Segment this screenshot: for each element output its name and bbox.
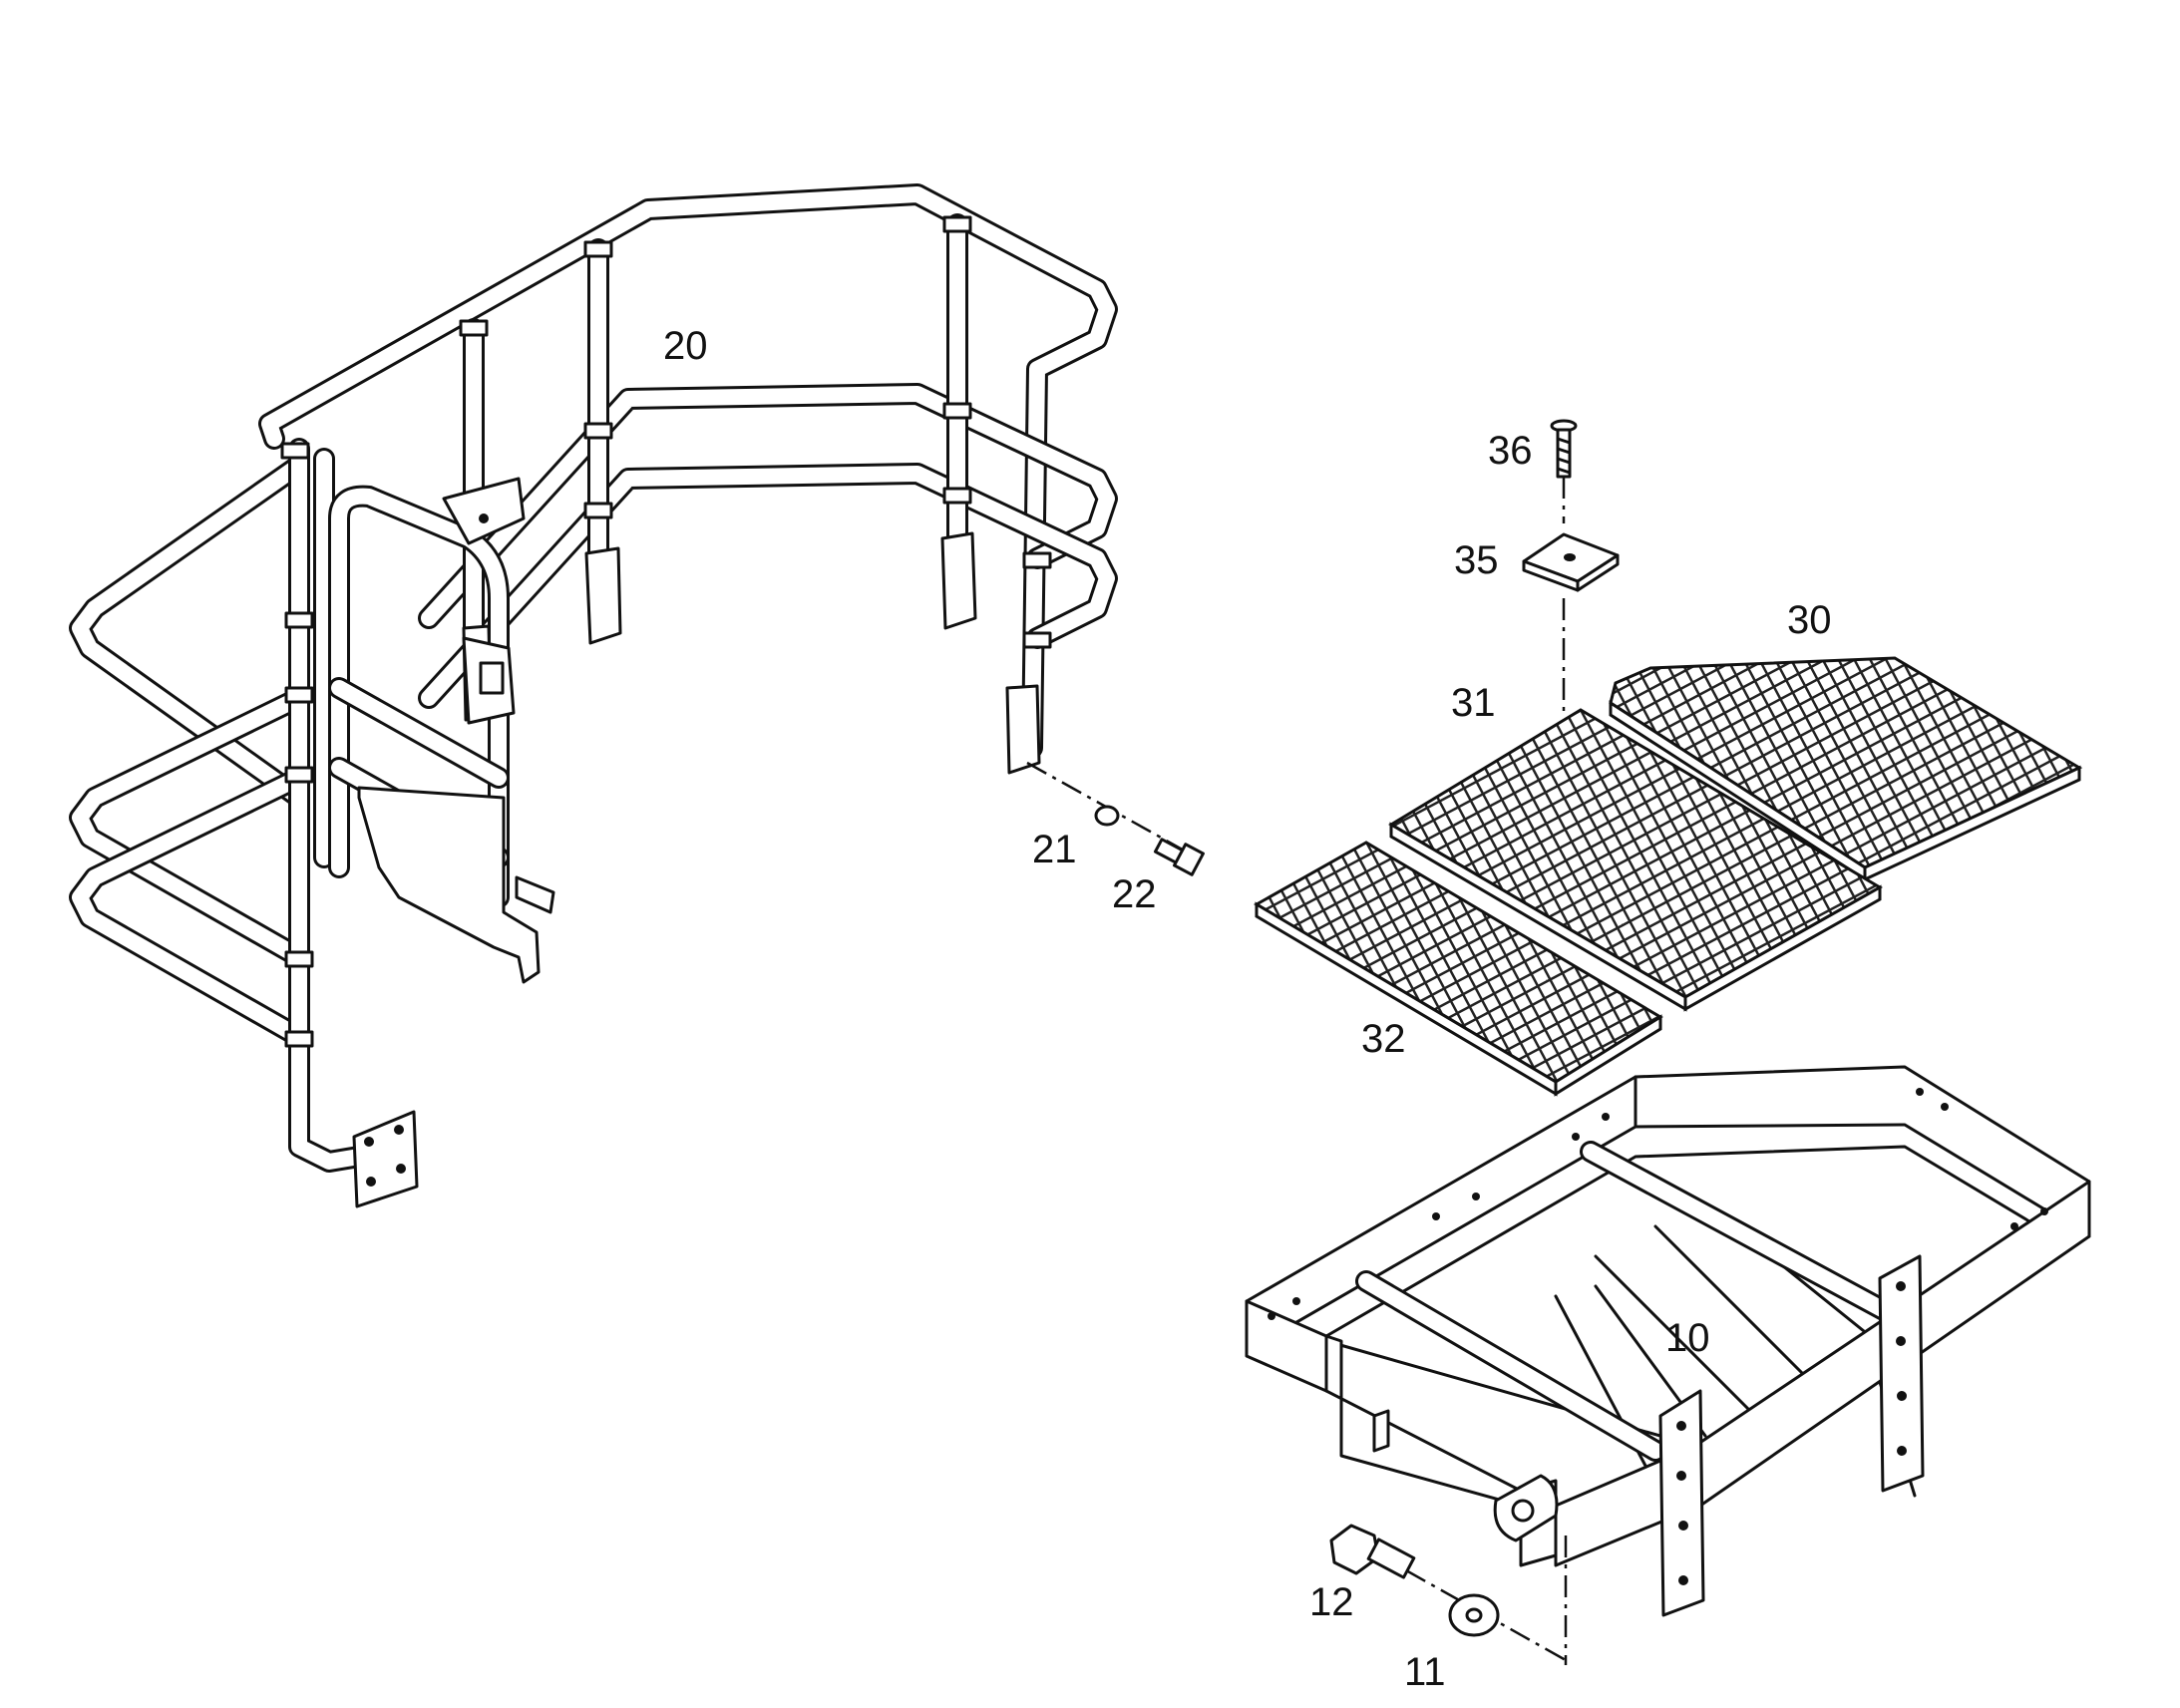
plate-35 [1522, 532, 1620, 592]
post-plate [1005, 684, 1041, 775]
handrail-assembly [69, 183, 1118, 1208]
callout-35: 35 [1454, 538, 1499, 582]
callout-21: 21 [1032, 828, 1077, 871]
callout-10: 10 [1665, 1316, 1710, 1360]
grating-32 [1254, 841, 1663, 1097]
rail-clamps [280, 215, 1052, 1048]
post-plate [584, 546, 622, 645]
callout-12: 12 [1309, 1580, 1354, 1624]
bolt-12 [1329, 1524, 1416, 1579]
support-bracket [1658, 1389, 1705, 1617]
gate-hinge [442, 477, 526, 545]
bolt-22 [1153, 838, 1205, 876]
callout-30: 30 [1787, 598, 1832, 642]
support-bracket [1878, 1254, 1925, 1493]
grating-30 [1609, 656, 2083, 882]
washer-21 [1094, 805, 1120, 827]
callout-11: 11 [1404, 1650, 1446, 1694]
callout-32: 32 [1361, 1017, 1406, 1061]
screw-36 [1550, 419, 1578, 479]
grating-31 [1388, 708, 1883, 1012]
platform-frame [1245, 1065, 2091, 1617]
front-mounting-plate [352, 1110, 419, 1208]
callout-20: 20 [663, 324, 708, 368]
washer-11 [1448, 1593, 1500, 1637]
callout-22: 22 [1112, 872, 1157, 916]
callout-36: 36 [1488, 429, 1533, 473]
post-plate [940, 531, 977, 630]
callout-31: 31 [1451, 681, 1496, 725]
